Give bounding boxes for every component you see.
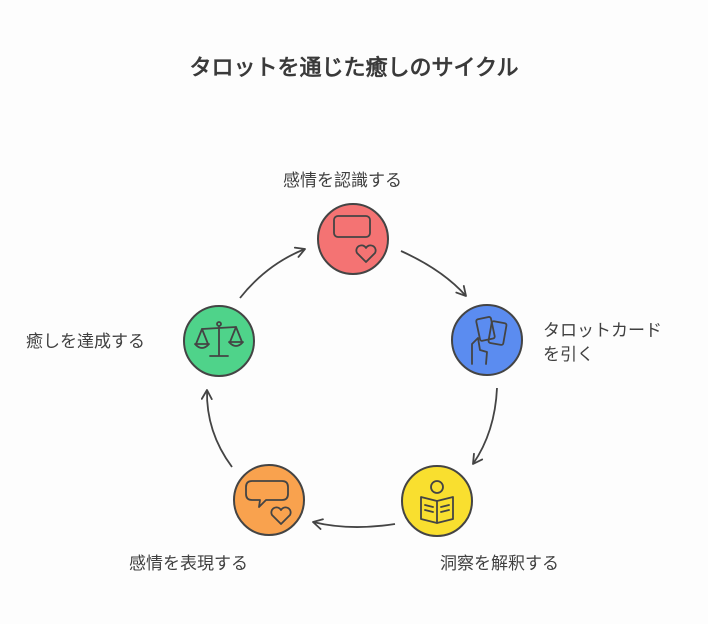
step-circle [317, 203, 389, 275]
arrow-express-to-heal [200, 389, 233, 468]
arrow-interpret-to-express [312, 518, 396, 530]
step-label-recognize: 感情を認識する [283, 171, 402, 191]
diagram-title: タロットを通じた癒しのサイクル [189, 56, 519, 81]
step-label-heal: 癒しを達成する [26, 332, 145, 352]
speech-heart-icon [245, 480, 292, 525]
step-interpret-insight [401, 465, 473, 537]
step-label-draw-line2: を引く [543, 345, 594, 365]
step-label-interpret: 洞察を解釈する [440, 554, 559, 574]
step-draw-tarot-card [451, 304, 523, 376]
step-label-express: 感情を表現する [129, 554, 248, 574]
card-heart-icon [333, 215, 377, 263]
step-achieve-healing [183, 305, 255, 377]
hand-cards-icon [471, 316, 508, 365]
step-express-emotion [233, 464, 305, 536]
step-label-draw-line1: タロットカード [543, 321, 662, 341]
arrow-draw-to-interpret [472, 387, 498, 465]
step-recognize-emotion [317, 203, 389, 275]
arrow-recognize-to-draw [400, 250, 467, 297]
arrow-heal-to-recognize [239, 246, 306, 299]
scales-icon [194, 321, 244, 357]
person-reading-icon [420, 480, 454, 524]
